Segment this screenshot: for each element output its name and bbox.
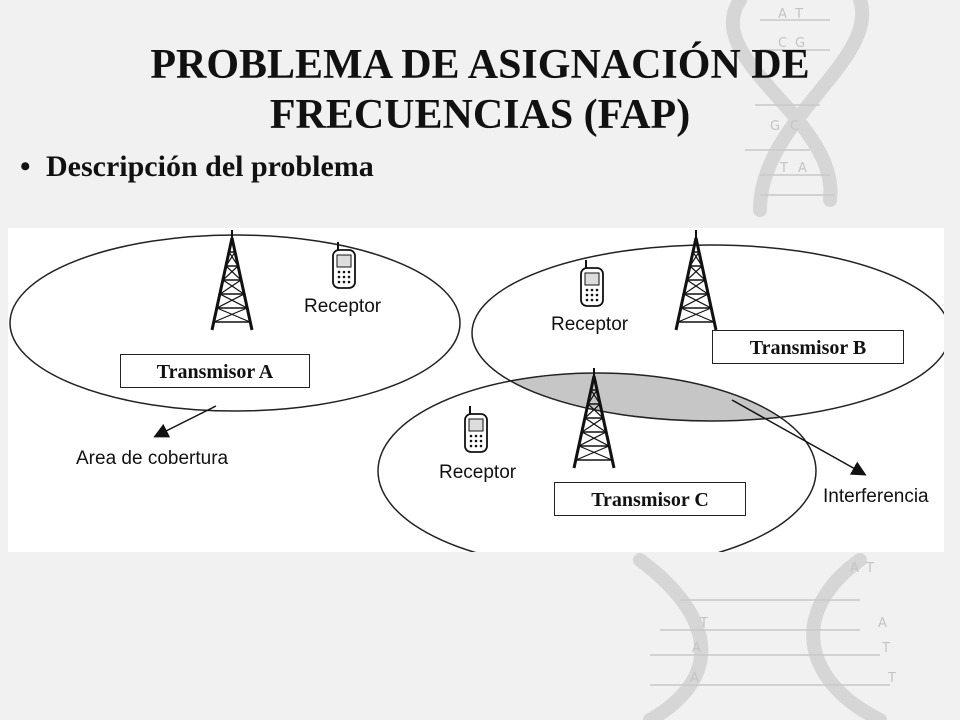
title-line-1: PROBLEMA DE ASIGNACIÓN DE [150, 42, 810, 88]
dna-letter: G [795, 36, 805, 51]
interference-label: Interferencia [823, 486, 929, 507]
bullet-item: • Descripción del problema [20, 150, 374, 184]
diagram-canvas [9, 228, 944, 552]
transmitter-c-label: Transmisor C [554, 482, 746, 516]
dna-letter: T [779, 161, 788, 176]
dna-letter: C [790, 119, 799, 134]
dna-letter: T [699, 616, 708, 631]
dna-letter: A [850, 561, 859, 576]
receptor-label-c: Receptor [439, 462, 517, 483]
receptor-label-b: Receptor [551, 314, 629, 335]
coverage-area-a [9, 234, 461, 412]
receptor-label-a: Receptor [304, 296, 382, 317]
dna-letter: T [794, 7, 803, 22]
coverage-label: Area de cobertura [76, 448, 229, 469]
dna-letter: T [887, 671, 896, 686]
dna-letter: A [690, 671, 699, 686]
phone-c-icon [464, 405, 488, 453]
dna-letter: A [692, 641, 701, 656]
coverage-area-b [471, 244, 944, 422]
bullet-dot: • [20, 150, 31, 183]
dna-letter: T [881, 641, 890, 656]
transmitter-b-label: Transmisor B [712, 330, 904, 364]
transmitter-a-label: Transmisor A [120, 354, 310, 388]
interference-arrow [731, 399, 867, 476]
title-line-2: FRECUENCIAS (FAP) [269, 92, 691, 138]
dna-letter: G [770, 119, 780, 134]
fap-diagram: Receptor Receptor Receptor Area de cober… [8, 228, 944, 552]
bullet-text: Descripción del problema [46, 150, 374, 183]
coverage-arrow [153, 405, 217, 438]
dna-letter: T [865, 561, 874, 576]
phone-a-icon [332, 241, 356, 289]
dna-letter: C [778, 36, 787, 51]
dna-letter: A [878, 616, 887, 631]
tower-a-icon [210, 228, 254, 332]
slide-title: PROBLEMA DE ASIGNACIÓN DE FRECUENCIAS (F… [60, 40, 900, 140]
coverage-area-c [377, 372, 817, 552]
dna-letter: A [798, 161, 807, 176]
dna-letter: A [778, 7, 787, 22]
phone-b-icon [580, 259, 604, 307]
